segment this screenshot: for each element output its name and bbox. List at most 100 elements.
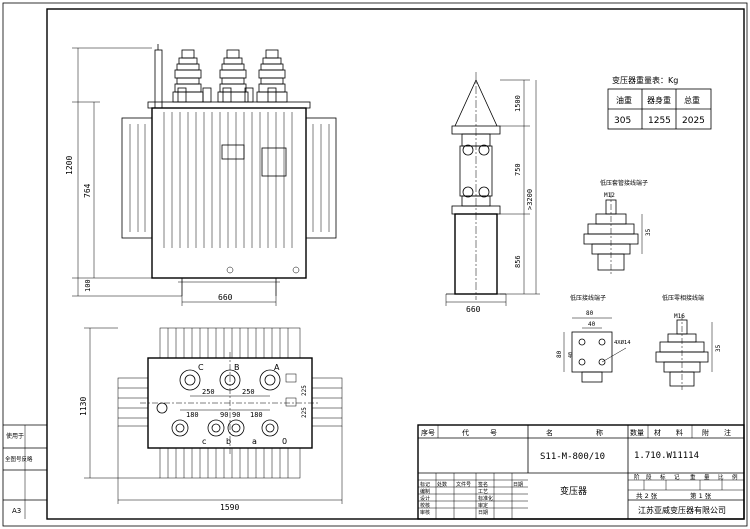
side-dim-bottom: 856 (514, 255, 522, 268)
tank-fins (163, 112, 293, 248)
detail-neutral-m16: M16 (674, 313, 685, 320)
front-dim-base: 100 (84, 279, 92, 292)
tb-product-name: 变压器 (560, 485, 587, 497)
tb-meta-3: 标 (660, 473, 666, 481)
tb-h-note2: 注 (724, 428, 731, 437)
tb-meta-5: 重 (690, 473, 696, 481)
detail-lv-terminal: 低压接线端子 80 40 80 40 4XØ14 (556, 294, 631, 383)
dim-lv-spacing-2: 90 (220, 411, 228, 419)
side-dim-top: 1500 (514, 95, 522, 112)
tb-process-4: 日期 (478, 510, 488, 516)
detail-lv-hole: 4XØ14 (614, 339, 631, 346)
dim-hv-spacing-1: 250 (202, 388, 215, 396)
side-dim-width: 660 (466, 305, 481, 314)
hv-label-c: C (198, 363, 204, 372)
detail-hv-35: 35 (645, 228, 652, 236)
nameplate (221, 144, 245, 160)
front-view: 1200 764 100 660 (65, 44, 337, 306)
weight-table-title: 变压器重量表：Kg (612, 75, 678, 85)
tb-meta-2: 段 (646, 473, 652, 481)
tb-h-note1: 附 (702, 428, 709, 437)
lv-label-0: 0 (282, 437, 287, 446)
detail-lv-80b: 80 (556, 350, 563, 358)
top-view-fins-lower (159, 447, 301, 479)
tb-h-qty: 数量 (630, 428, 644, 437)
detail-lv-40a: 40 (588, 321, 596, 328)
tb-staff-3: 校核 (420, 502, 430, 509)
hv-label-a: A (274, 363, 280, 372)
tb-meta-4: 记 (674, 474, 680, 481)
tb-company: 江苏亚威变压器有限公司 (638, 505, 726, 515)
tb-sign-count: 处数 (437, 481, 447, 488)
tb-sheets-total: 共 2 张 (636, 491, 658, 500)
tb-process-3: 审定 (478, 502, 488, 509)
tb-h-mat2: 料 (676, 428, 683, 437)
dim-lv-spacing-1: 180 (186, 411, 199, 419)
tb-h-mat1: 材 (654, 428, 661, 437)
dim-side-225-b: 225 (301, 407, 308, 418)
tb-staff-2: 设计 (420, 495, 430, 502)
margin-label-drawing: 全图号反略 (5, 455, 33, 463)
detail-lv-title: 低压接线端子 (570, 294, 606, 302)
tb-sign-mark: 标记 (420, 481, 430, 488)
tb-h-code1: 代 (462, 428, 469, 437)
weight-value-total: 2025 (682, 116, 705, 126)
tb-sheet-num: 第 1 张 (690, 491, 712, 500)
side-dim-overall: >3200 (526, 189, 534, 210)
margin-label-used: 使用于 (6, 432, 24, 440)
tb-process-2: 标准化 (478, 495, 493, 502)
detail-neutral-35: 35 (715, 344, 722, 352)
weight-header-oil: 油重 (616, 95, 632, 105)
tb-sign-name: 签名 (478, 481, 488, 488)
top-dim-width: 1590 (220, 503, 239, 512)
tb-h-name1: 名 (546, 428, 553, 437)
tb-meta-1: 阶 (634, 473, 640, 481)
tb-staff-4: 审核 (420, 509, 430, 516)
tb-sign-date: 日期 (513, 482, 523, 488)
detail-lv-80a: 80 (586, 310, 594, 317)
lv-label-a: a (252, 437, 257, 446)
title-block: 序号 代 号 名 称 数量 材 料 附 注 S11-M-800/10 1.710… (417, 424, 745, 520)
tb-meta-6: 量 (704, 474, 710, 481)
top-dim-depth: 1130 (79, 397, 88, 416)
front-dim-height-total: 1200 (65, 156, 74, 175)
detail-lv-40b: 40 (568, 352, 574, 358)
side-dim-mid: 750 (514, 163, 522, 176)
lv-label-b: b (226, 437, 231, 446)
front-dim-width: 660 (218, 293, 233, 302)
tb-h-no: 序号 (421, 428, 435, 437)
weight-value-oil: 305 (614, 116, 631, 126)
tb-h-name2: 称 (596, 428, 603, 437)
tb-h-code2: 号 (490, 429, 497, 437)
top-view: C B A 250 250 180 90 90 180 c b a 0 225 … (79, 327, 343, 512)
dim-lv-spacing-3: 90 (232, 411, 240, 419)
detail-hv-m12: M12 (604, 192, 615, 199)
weight-header-total: 总重 (684, 95, 700, 105)
hv-bushings (154, 44, 288, 109)
tb-staff-1: 编制 (420, 488, 430, 495)
dim-lv-spacing-4: 180 (250, 411, 263, 419)
detail-hv-title: 低压套管接线端子 (600, 179, 648, 187)
tb-model: S11-M-800/10 (540, 452, 605, 462)
side-view: 1500 750 >3200 856 660 (445, 72, 540, 314)
inner-border (46, 8, 745, 520)
weight-table: 变压器重量表：Kg 油重 器身重 总重 305 1255 2025 (607, 75, 712, 130)
tb-drawing-no: 1.710.W11114 (634, 451, 699, 461)
detail-neutral-terminal: 低压零相接线端 M16 35 (655, 294, 722, 390)
hv-label-b: B (234, 363, 240, 372)
sheet-size: A3 (12, 507, 21, 515)
tb-process-1: 工艺 (478, 489, 488, 495)
dim-hv-spacing-2: 250 (242, 388, 255, 396)
weight-header-body: 器身重 (647, 95, 671, 105)
dim-side-225-a: 225 (301, 385, 308, 396)
tb-meta-8: 例 (732, 473, 738, 481)
left-margin: 使用于 全图号反略 A3 (3, 424, 47, 519)
weight-value-body: 1255 (648, 116, 671, 126)
front-dim-height-body: 764 (83, 183, 92, 198)
detail-neutral-title: 低压零相接线端 (662, 294, 704, 302)
tb-sign-doc: 文件号 (456, 481, 471, 488)
detail-hv-bushing: 低压套管接线端子 M12 35 (583, 179, 652, 275)
gauge-plate (261, 147, 287, 177)
